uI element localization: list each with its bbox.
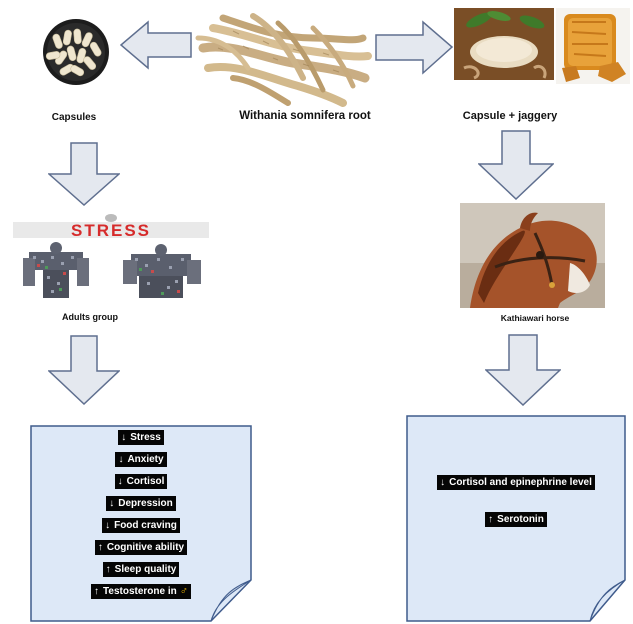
- arrow-right-top: [375, 20, 453, 75]
- arrow-down-icon: ↓: [109, 498, 115, 509]
- left-effect-6: ↑Sleep quality: [102, 562, 180, 577]
- effect-text: Cognitive ability: [106, 542, 185, 553]
- capsule-jaggery-label: Capsule + jaggery: [462, 110, 558, 122]
- right-effects-note: ↓Cortisol and epinephrine level ↑Serotoni…: [406, 415, 626, 622]
- root-label: Withania somnifera root: [239, 110, 371, 122]
- left-effect-3: ↓Depression: [106, 496, 176, 511]
- arrow-up-icon: ↑: [94, 586, 100, 597]
- arrow-down-left-2: [48, 335, 120, 405]
- arrow-down-icon: ↓: [118, 454, 124, 465]
- withania-root-image: [193, 8, 373, 108]
- effect-text: Anxiety: [127, 454, 164, 465]
- left-effect-7: ↑Testosterone in♂: [91, 584, 191, 599]
- left-effect-1: ↓Anxiety: [115, 452, 167, 467]
- left-effect-5: ↑Cognitive ability: [94, 540, 188, 555]
- capsules-image: [36, 12, 116, 87]
- effect-text: Cortisol: [126, 476, 165, 487]
- right-effect-1: ↑Serotonin: [485, 512, 547, 527]
- capsules-label: Capsules: [51, 112, 97, 123]
- arrow-down-icon: ↓: [440, 477, 446, 488]
- root-powder-image: [454, 8, 554, 80]
- arrow-up-icon: ↑: [105, 564, 111, 575]
- adults-group-label: Adults group: [62, 312, 118, 322]
- horse-image: [460, 203, 605, 308]
- arrow-left-top: [120, 20, 192, 70]
- left-effects-note: ↓Stress↓Anxiety↓Cortisol↓Depression↓Food…: [30, 425, 252, 622]
- effect-text: Food craving: [114, 520, 177, 531]
- arrow-up-icon: ↑: [488, 514, 494, 525]
- left-effect-0: ↓Stress: [118, 430, 164, 445]
- arrow-down-left-1: [48, 142, 120, 206]
- stress-adults-image: STRESS: [11, 210, 211, 310]
- left-effect-2: ↓Cortisol: [114, 474, 168, 489]
- male-symbol-icon: ♂: [179, 585, 188, 597]
- arrow-up-icon: ↑: [97, 542, 103, 553]
- left-effect-4: ↓Food craving: [102, 518, 180, 533]
- effect-text: Serotonin: [497, 514, 544, 525]
- effect-text: Stress: [130, 432, 161, 443]
- effect-text: Depression: [118, 498, 173, 509]
- effect-text: Sleep quality: [114, 564, 177, 575]
- crowd-figure-right: [123, 244, 201, 298]
- effect-text: Cortisol and epinephrine level: [449, 477, 592, 488]
- left-effects-list: ↓Stress↓Anxiety↓Cortisol↓Depression↓Food…: [30, 430, 252, 599]
- stress-banner-text: STRESS: [71, 221, 151, 240]
- right-effect-0: ↓Cortisol and epinephrine level: [437, 475, 595, 490]
- arrow-down-icon: ↓: [105, 520, 111, 531]
- arrow-down-right-1: [478, 130, 554, 200]
- right-effects-list: ↓Cortisol and epinephrine level ↑Serotoni…: [406, 475, 626, 527]
- arrow-down-icon: ↓: [121, 432, 127, 443]
- jaggery-image: [556, 8, 630, 84]
- arrow-down-icon: ↓: [117, 476, 123, 487]
- horse-label: Kathiawari horse: [500, 313, 570, 323]
- crowd-figure-left: [23, 242, 89, 298]
- effect-text: Testosterone in: [103, 586, 177, 597]
- arrow-down-right-2: [485, 334, 561, 406]
